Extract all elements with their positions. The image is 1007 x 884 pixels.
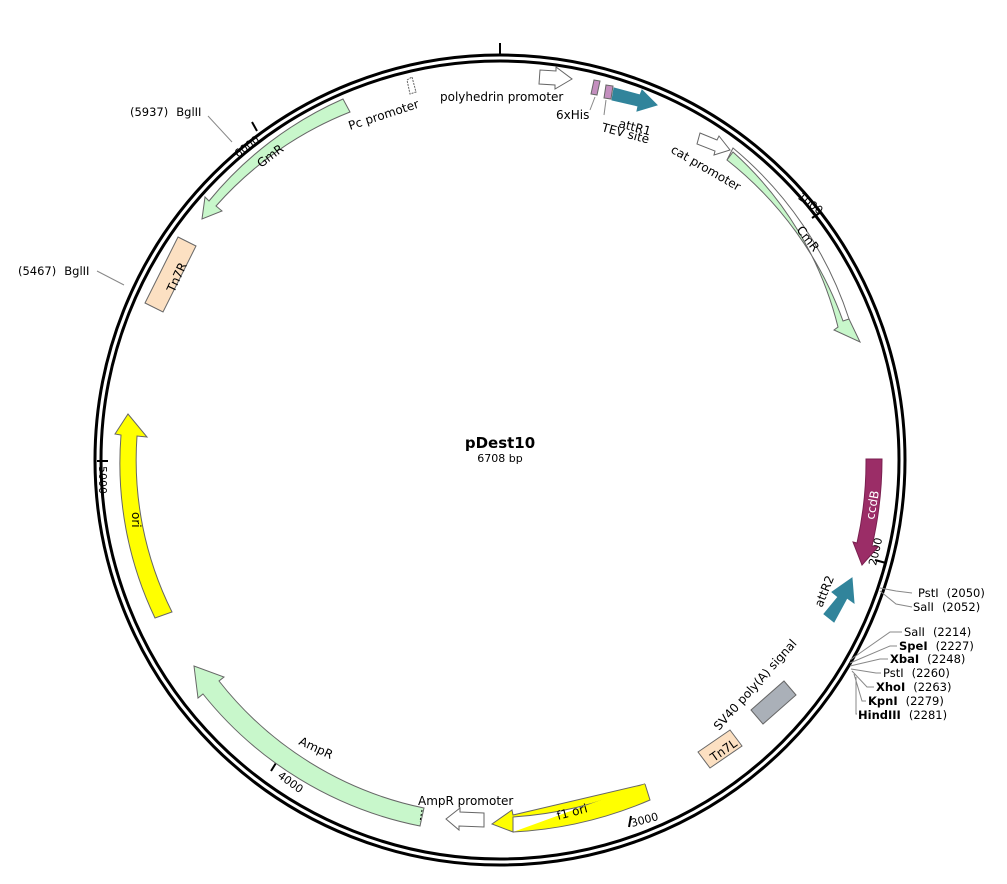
svg-text:ori: ori — [129, 512, 143, 528]
site-psti-2260: PstI(2260) — [883, 666, 950, 680]
site-bglii-5937: (5937)BglII — [130, 105, 233, 143]
site-bglii-5467: (5467)BglII — [18, 264, 125, 286]
svg-text:polyhedrin promoter: polyhedrin promoter — [440, 90, 563, 104]
attr2-feature: attR2 — [812, 574, 855, 623]
svg-text:(5467)BglII: (5467)BglII — [18, 264, 89, 278]
ampr-feature: AmpR — [193, 665, 425, 827]
svg-text:6xHis: 6xHis — [556, 108, 589, 122]
polyhedrin-promoter-feature: polyhedrin promoter — [440, 66, 573, 104]
svg-text:Pc promoter: Pc promoter — [347, 97, 421, 133]
svg-text:(5937)BglII: (5937)BglII — [130, 105, 201, 119]
ccdb-feature: ccdB — [852, 458, 883, 566]
his-tag-feature: 6xHis — [556, 79, 601, 122]
svg-text:XbaI(2248): XbaI(2248) — [890, 652, 965, 666]
svg-text:PstI(2260): PstI(2260) — [883, 666, 950, 680]
site-leaders-right — [849, 587, 913, 715]
plasmid-name: pDest10 — [465, 434, 535, 452]
cmr-feature: CmR — [726, 147, 862, 344]
svg-text:PstI(2050): PstI(2050) — [918, 586, 985, 600]
site-xbai-2248: XbaI(2248) — [890, 652, 965, 666]
ori-feature: ori — [114, 413, 173, 619]
tn7r-feature: Tn7R — [144, 236, 197, 313]
site-hindiii-2281: HindIII(2281) — [858, 708, 947, 722]
svg-text:XhoI(2263): XhoI(2263) — [876, 680, 951, 694]
tick-5000: 5000 — [96, 460, 109, 494]
gmr-feature: GmR — [201, 98, 351, 220]
site-sali-2052: SalI(2052) — [913, 600, 980, 614]
svg-text:5000: 5000 — [96, 466, 109, 494]
svg-text:HindIII(2281): HindIII(2281) — [858, 708, 947, 722]
svg-text:SalI(2052): SalI(2052) — [913, 600, 980, 614]
tn7l-feature: Tn7L — [697, 729, 743, 769]
site-sali-2214: SalI(2214) — [904, 625, 971, 639]
svg-text:SpeI(2227): SpeI(2227) — [899, 639, 974, 653]
site-kpni-2279: KpnI(2279) — [868, 694, 944, 708]
site-xhoi-2263: XhoI(2263) — [876, 680, 951, 694]
svg-text:KpnI(2279): KpnI(2279) — [868, 694, 944, 708]
svg-text:ccdB: ccdB — [863, 489, 882, 520]
pc-promoter-feature: Pc promoter — [347, 76, 421, 133]
ampr-promoter-feature: AmpR promoter — [418, 794, 513, 832]
sv40-feature: SV40 poly(A) signal — [711, 637, 800, 733]
svg-text:SalI(2214): SalI(2214) — [904, 625, 971, 639]
plasmid-size: 6708 bp — [477, 452, 522, 465]
site-spei-2227: SpeI(2227) — [899, 639, 974, 653]
svg-text:AmpR promoter: AmpR promoter — [418, 794, 513, 808]
site-psti-2050: PstI(2050) — [918, 586, 985, 600]
f1-ori-feature: f1 ori — [490, 783, 651, 833]
